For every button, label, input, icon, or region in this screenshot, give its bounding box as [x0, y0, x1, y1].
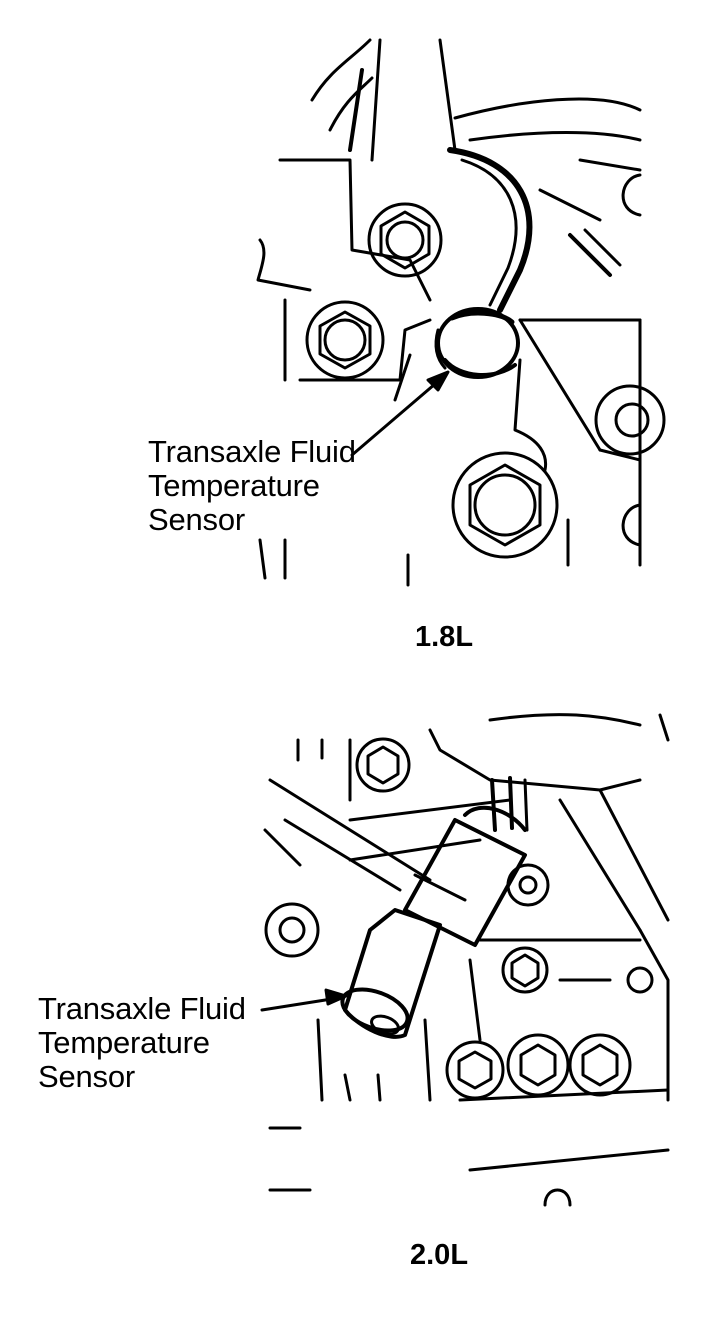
- figure-caption-1-8l: 1.8L: [415, 621, 474, 653]
- sensor-callout-label-2-0l: Transaxle Fluid Temperature Sensor: [38, 992, 246, 1094]
- figure-caption-2-0l: 2.0L: [410, 1239, 469, 1271]
- figure-2-0l: Transaxle Fluid Temperature Sensor 2.0L: [0, 680, 708, 1341]
- callout-line-2: Temperature: [148, 468, 320, 503]
- engine-illustration-1-8l: [256, 38, 666, 587]
- callout-line-3: Sensor: [38, 1059, 136, 1094]
- engine-illustration-2-0l: [260, 713, 670, 1207]
- callout-line-3: Sensor: [148, 502, 246, 537]
- callout-line-1: Transaxle Fluid: [148, 434, 356, 469]
- callout-line-1: Transaxle Fluid: [38, 991, 246, 1026]
- figure-1-8l: Transaxle Fluid Temperature Sensor 1.8L: [148, 38, 666, 653]
- callout-line-2: Temperature: [38, 1025, 210, 1060]
- sensor-callout-label-1-8l: Transaxle Fluid Temperature Sensor: [148, 435, 356, 537]
